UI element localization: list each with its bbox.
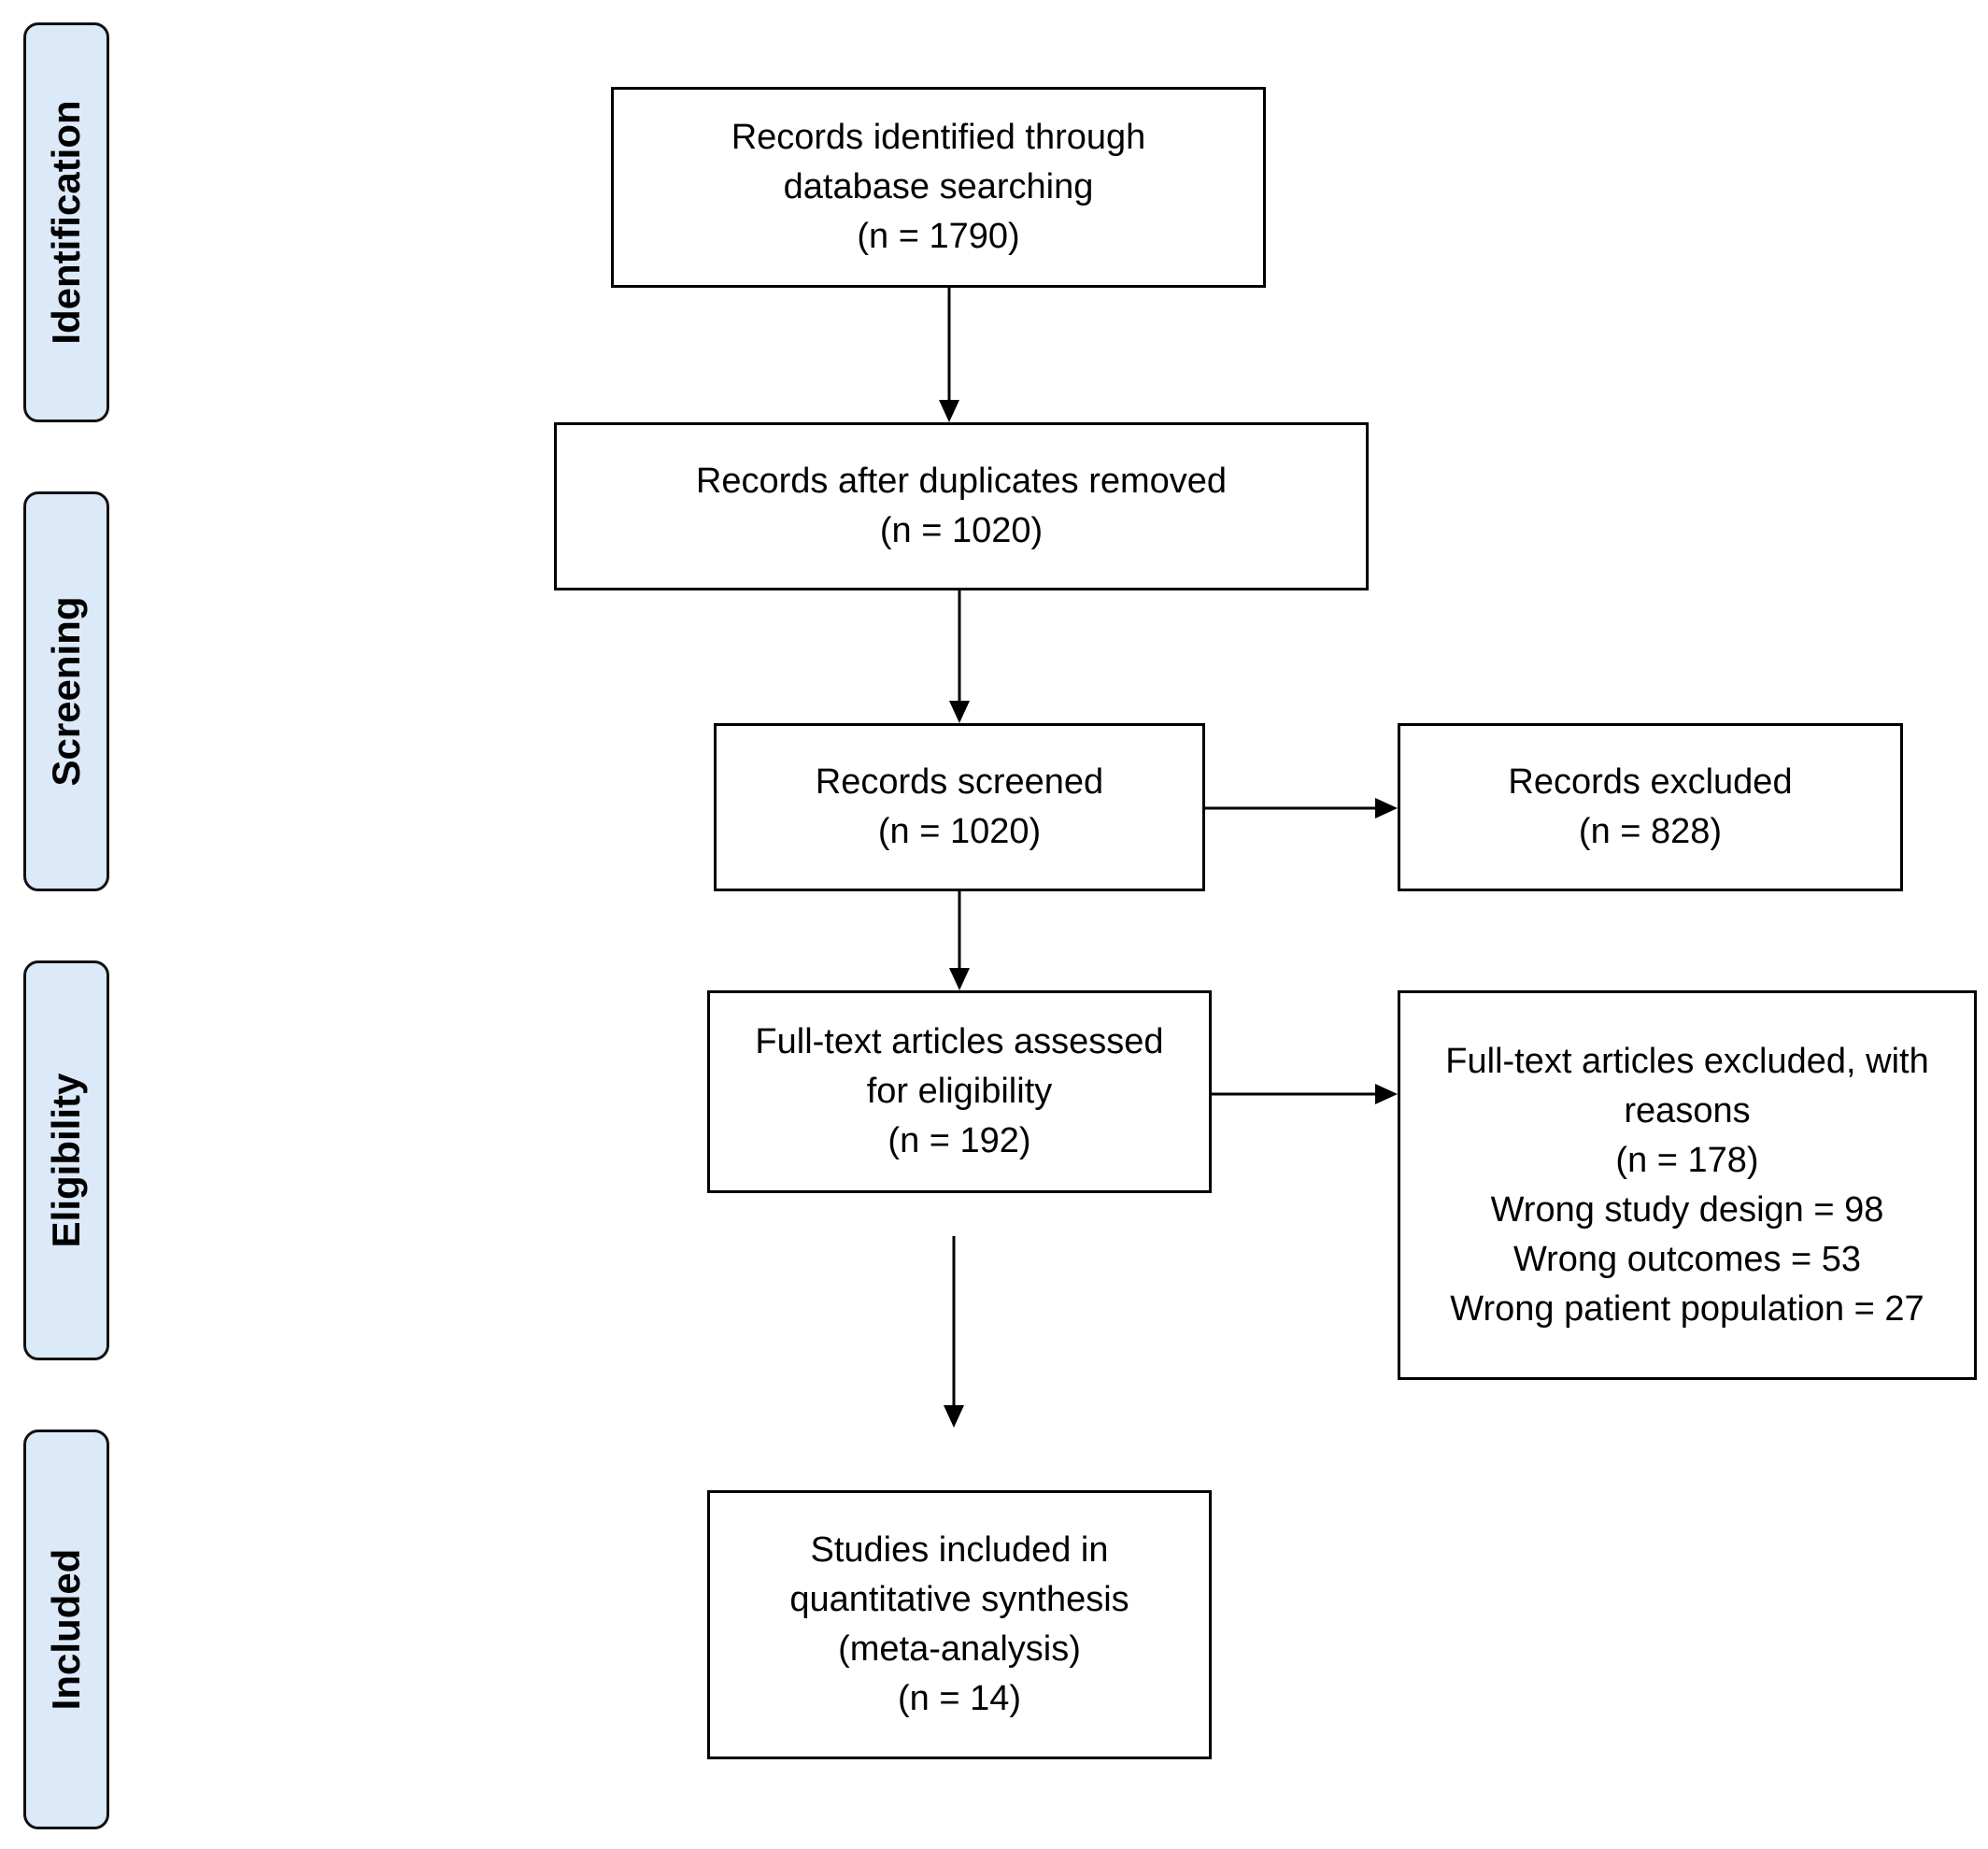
box-line: (n = 192) <box>888 1121 1031 1160</box>
box-line: Full-text articles excluded, with <box>1445 1041 1929 1081</box>
box-line: Records screened <box>815 762 1104 802</box>
box-line: Records identified through <box>731 118 1146 157</box>
box-line: Records excluded <box>1508 762 1793 802</box>
box-line: (n = 1790) <box>857 217 1020 256</box>
box-line: (meta-analysis) <box>838 1629 1081 1669</box>
arrowhead-fulltext-to-excluded <box>1375 1084 1398 1104</box>
phase-eligibility: Eligibility <box>23 960 109 1360</box>
box-records-after-duplicates: Records after duplicates removed (n = 10… <box>554 422 1369 590</box>
box-line: (n = 178) <box>1615 1140 1759 1180</box>
arrowhead-fulltext-to-included <box>944 1405 964 1428</box>
box-line: reasons <box>1624 1090 1751 1131</box>
box-line: for eligibility <box>866 1072 1053 1111</box>
box-fulltext-assessed: Full-text articles assessed for eligibil… <box>707 990 1212 1193</box>
box-line: Studies included in <box>810 1530 1109 1570</box>
arrowhead-identified-to-duplicates <box>939 400 959 422</box>
box-line: (n = 1020) <box>877 812 1042 851</box>
box-line: Wrong study design = 98 <box>1490 1189 1884 1230</box>
box-line: (n = 14) <box>897 1679 1022 1718</box>
box-line: Records after duplicates removed <box>695 462 1228 501</box>
phase-screening: Screening <box>23 491 109 891</box>
phase-included: Included <box>23 1429 109 1829</box>
box-records-identified: Records identified through database sear… <box>611 87 1266 288</box>
phase-identification: Identification <box>23 22 109 422</box>
box-line: Wrong patient population = 27 <box>1450 1288 1924 1329</box>
arrowhead-duplicates-to-screened <box>949 701 970 723</box>
box-line: database searching <box>783 167 1094 206</box>
box-line: (n = 828) <box>1578 812 1723 851</box>
box-fulltext-excluded: Full-text articles excluded, with reason… <box>1398 990 1977 1380</box>
arrowhead-screened-to-fulltext <box>949 968 970 990</box>
box-line: quantitative synthesis <box>789 1580 1129 1619</box>
arrowhead-screened-to-excluded <box>1375 798 1398 818</box>
box-records-screened: Records screened (n = 1020) <box>714 723 1205 891</box>
box-studies-included: Studies included in quantitative synthes… <box>707 1490 1212 1759</box>
box-records-excluded: Records excluded (n = 828) <box>1398 723 1903 891</box>
box-line: (n = 1020) <box>879 511 1044 550</box>
box-line: Wrong outcomes = 53 <box>1512 1239 1862 1279</box>
box-line: Full-text articles assessed <box>755 1022 1164 1061</box>
